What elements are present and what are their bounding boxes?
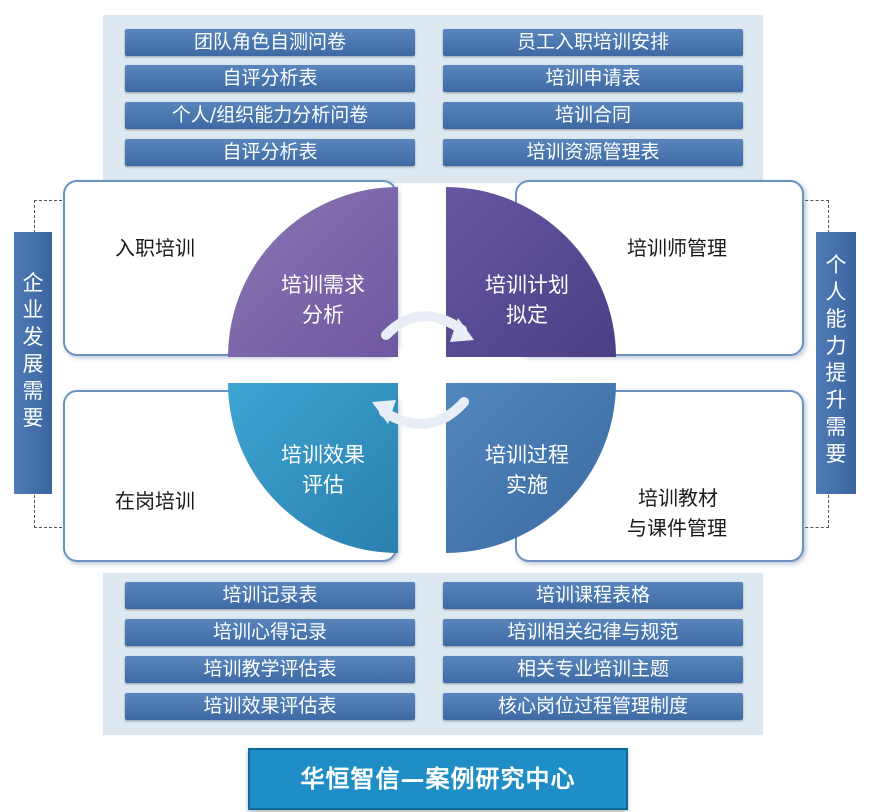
- doc-bar-topics: 相关专业培训主题: [443, 656, 743, 683]
- footer-banner: 华恒智信—案例研究中心: [248, 748, 628, 810]
- doc-bar-training-record: 培训记录表: [125, 582, 415, 609]
- doc-bar-core-process: 核心岗位过程管理制度: [443, 693, 743, 720]
- quad-line: 培训过程: [485, 443, 569, 467]
- quadrant-label-process-implementation: 培训过程 实施: [462, 440, 592, 500]
- side-char: 个: [825, 253, 847, 277]
- card-label-onboarding: 入职培训: [115, 236, 195, 260]
- side-char: 发: [22, 325, 44, 349]
- quadrant-process-implementation: [446, 383, 616, 553]
- side-char: 需: [825, 415, 847, 439]
- cycle-arrow-top-icon: [381, 311, 467, 340]
- card-label-materials-1: 培训教材: [638, 486, 718, 510]
- doc-bar-training-notes: 培训心得记录: [125, 619, 415, 646]
- side-char: 需: [22, 379, 44, 403]
- quad-line: 培训需求: [281, 273, 365, 297]
- doc-bar-resource-management: 培训资源管理表: [443, 139, 743, 166]
- arrowhead-bottom-icon: [372, 400, 396, 424]
- card-label-trainer-management: 培训师管理: [627, 236, 727, 260]
- doc-bar-training-contract: 培训合同: [443, 102, 743, 129]
- doc-bar-training-application: 培训申请表: [443, 65, 743, 92]
- side-char: 提: [825, 361, 847, 385]
- side-char: 力: [825, 334, 847, 358]
- doc-bar-teaching-eval: 培训教学评估表: [125, 656, 415, 683]
- doc-bar-self-eval-2: 自评分析表: [125, 139, 415, 166]
- cycle-arrow-bottom-icon: [379, 397, 469, 429]
- arrowhead-top-icon: [450, 318, 474, 342]
- doc-bar-team-role-questionnaire: 团队角色自测问卷: [125, 29, 415, 56]
- side-char: 能: [825, 307, 847, 331]
- doc-bar-effect-eval: 培训效果评估表: [125, 693, 415, 720]
- doc-bar-ability-questionnaire: 个人/组织能力分析问卷: [125, 102, 415, 129]
- quadrant-needs-analysis: [228, 187, 398, 357]
- bottom-documents-panel: 培训记录表 培训心得记录 培训教学评估表 培训效果评估表 培训课程表格 培训相关…: [103, 573, 763, 735]
- quadrant-label-needs-analysis: 培训需求 分析: [258, 270, 388, 330]
- side-char: 人: [825, 280, 847, 304]
- doc-bar-onboarding-schedule: 员工入职培训安排: [443, 29, 743, 56]
- side-char: 企: [22, 271, 44, 295]
- side-char: 要: [825, 442, 847, 466]
- doc-bar-rules: 培训相关纪律与规范: [443, 619, 743, 646]
- top-documents-panel: 团队角色自测问卷 自评分析表 个人/组织能力分析问卷 自评分析表 员工入职培训安…: [103, 15, 763, 183]
- side-char: 展: [22, 352, 44, 376]
- card-label-onjob: 在岗培训: [115, 489, 195, 513]
- quad-line: 培训计划: [485, 273, 569, 297]
- side-char: 要: [22, 406, 44, 430]
- quad-line: 拟定: [506, 303, 548, 327]
- side-char: 业: [22, 298, 44, 322]
- doc-bar-course-forms: 培训课程表格: [443, 582, 743, 609]
- quad-line: 培训效果: [281, 443, 365, 467]
- side-char: 升: [825, 388, 847, 412]
- quad-line: 评估: [302, 473, 344, 497]
- card-label-materials-2: 与课件管理: [627, 516, 727, 540]
- quad-line: 分析: [302, 303, 344, 327]
- quadrant-plan-making: [446, 187, 616, 357]
- doc-bar-self-eval-1: 自评分析表: [125, 65, 415, 92]
- quadrant-label-effect-evaluation: 培训效果 评估: [258, 440, 388, 500]
- side-label-enterprise-needs: 企 业 发 展 需 要: [14, 232, 52, 494]
- side-label-personal-needs: 个 人 能 力 提 升 需 要: [816, 232, 856, 494]
- quad-line: 实施: [506, 473, 548, 497]
- quadrant-label-plan-making: 培训计划 拟定: [462, 270, 592, 330]
- quadrant-effect-evaluation: [228, 383, 398, 553]
